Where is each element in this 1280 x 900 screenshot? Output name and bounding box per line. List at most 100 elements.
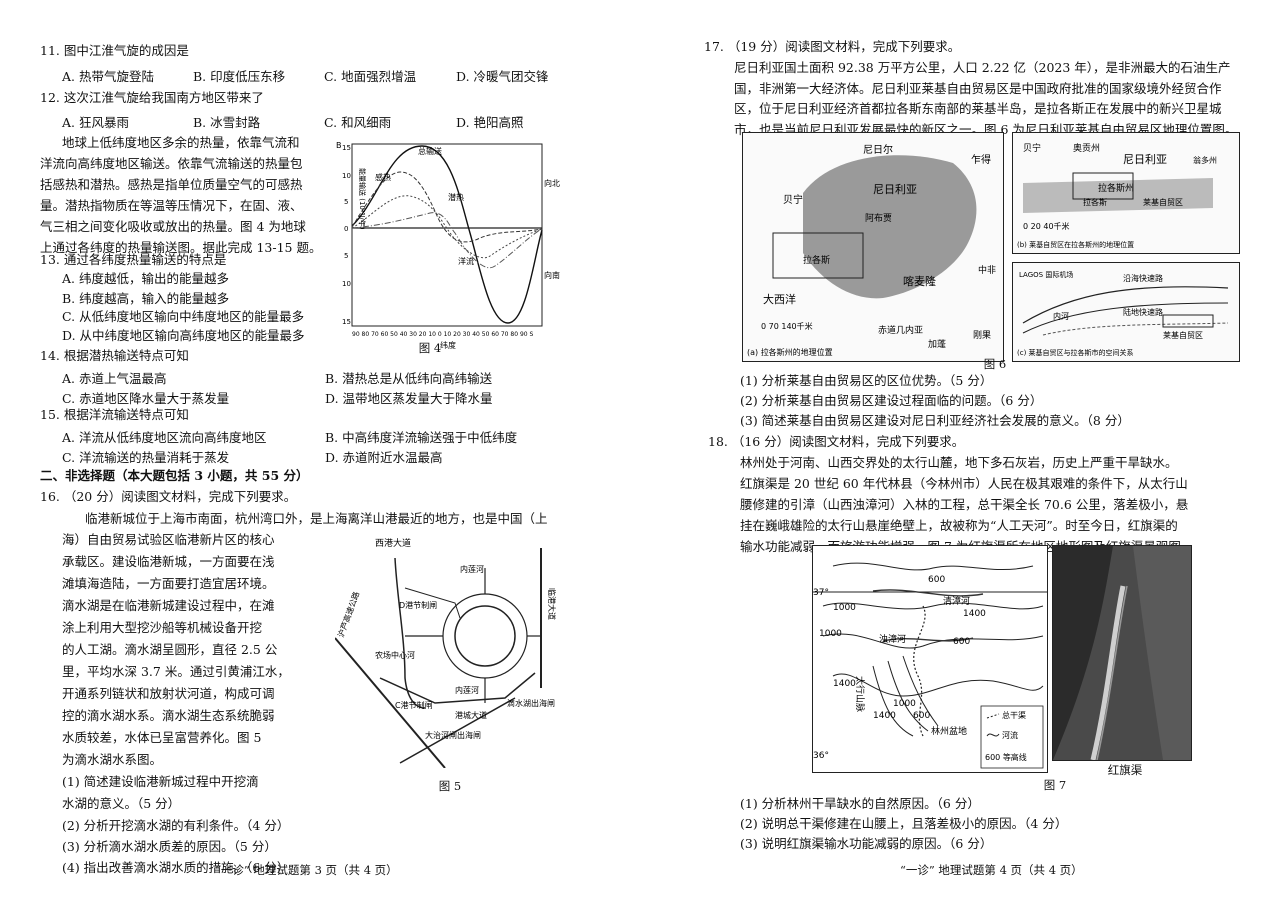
q16-line: 的人工湖。滴水湖呈圆形，直径 2.5 公 (62, 642, 278, 657)
q18-line: 挂在巍峨雄险的太行山悬崖绝壁上，故被称为“人工天河”。时至今日，红旗渠的 (740, 518, 1178, 533)
figure-7-caption: 图 7 (1043, 778, 1067, 792)
figure-7-contour-label: 600 (928, 575, 945, 585)
figure-4-series-sensible: 感热 (375, 172, 391, 182)
figure-6a-lagos: 拉各斯 (803, 254, 830, 266)
q18-line: 腰修建的引漳（山西浊漳河）入林的工程，总干渠全长 70.6 公里，落差极小，悬 (740, 497, 1189, 512)
figure-7-lat-37: 37° (813, 588, 829, 598)
figure-5-dishui-lake-water-system: 西港大道 D港节制闸 内莲河 C港节制闸 农场中心河 沪芦高速公路 临港大道 港… (334, 528, 565, 769)
figure-4-ylabel: 能量输送 (10¹⁵J/年) (358, 168, 367, 230)
figure-6a-congo: 刚果 (973, 330, 991, 341)
q15-option-b: B. 中高纬度洋流输送强于中低纬度 (325, 430, 518, 445)
figure-7-river-zhuozhang: 浊漳河 (879, 633, 906, 645)
figure-5-expressway: 沪芦高速公路 (335, 590, 361, 639)
figure-6a-car: 中非 (978, 264, 996, 276)
figure-5-west-canal: 西港大道 (375, 537, 411, 549)
q16-line: 开通系列链状和放射状河道，构成可调 (62, 686, 275, 701)
q16-line: 里，平均水深 3.7 米。通过引黄浦江水， (62, 664, 290, 679)
figure-7-contour-label: 1400 (873, 711, 896, 721)
figure-5-outlet-gate: 大治河闸出海闸 (425, 730, 481, 740)
figure-4-ytick: 0 (344, 225, 348, 233)
figure-4-ytick: 15 (342, 318, 351, 326)
figure-7-legend-river: 河流 (1002, 730, 1018, 740)
figure-4-ytick: 15 (342, 144, 351, 152)
figure-5-caption: 图 5 (438, 779, 462, 793)
figure-6c-lekki: 莱基自贸区 (1163, 330, 1203, 340)
figure-4-north-label: 向北 (544, 178, 560, 188)
right-page: 17. （19 分）阅读图文材料，完成下列要求。 尼日利亚国土面积 92.38 … (640, 0, 1280, 900)
red-flag-canal-photo (1052, 545, 1192, 761)
figure-6b-caption: (b) 莱基自贸区在拉各斯州的地理位置 (1017, 240, 1134, 249)
figure-6a-svg: 尼日尔 乍得 尼日利亚 贝宁 阿布贾 拉各斯 喀麦隆 大西洋 中非 赤道几内亚 … (747, 143, 996, 357)
q16-line: 临港新城位于上海市南面，杭州湾口外，是上海离洋山港最近的地方，也是中国（上 (85, 511, 548, 526)
q12-stem: 12. 这次江淮气旋给我国南方地区带来了 (40, 90, 264, 105)
figure-6a-cameroon: 喀麦隆 (903, 274, 936, 288)
q18-sub-2: (2) 说明总干渠修建在山腰上，且落差极小的原因。（4 分） (740, 816, 1068, 831)
q15-option-c: C. 洋流输送的热量消耗于蒸发 (62, 450, 230, 465)
q16-line: 涂上利用大型挖沙船等机械设备开挖 (62, 620, 263, 635)
q17-heading: 17. （19 分）阅读图文材料，完成下列要求。 (704, 39, 961, 54)
q14-option-d: D. 温带地区蒸发量大于降水量 (325, 391, 493, 406)
figure-6c-spatial-relation: LAGOS 国际机场 沿海快速路 陆地快速路 莱基自贸区 内河 (c) 莱基自贸… (1012, 262, 1240, 362)
figure-6a-gabon: 加蓬 (928, 338, 946, 350)
red-flag-canal-caption: 红旗渠 (1107, 763, 1143, 777)
intro-line: 上通过各纬度的热量输送图。据此完成 13-15 题。 (40, 240, 322, 255)
figure-4-x-ticks: 90 80 70 60 50 40 30 20 10 0 10 20 30 40… (352, 331, 533, 338)
figure-6c-svg: LAGOS 国际机场 沿海快速路 陆地快速路 莱基自贸区 内河 (c) 莱基自贸… (1017, 270, 1229, 357)
figure-5-inner-label: 内莲河 (455, 685, 479, 695)
figure-4-xlabel: 纬度 (440, 340, 456, 350)
figure-6c-road: 陆地快速路 (1123, 307, 1163, 317)
figure-5-map: 西港大道 D港节制闸 内莲河 C港节制闸 农场中心河 沪芦高速公路 临港大道 港… (334, 537, 557, 769)
figure-5-gate-c: C港节制闸 (395, 700, 433, 710)
figure-5-inner-river: 内莲河 (460, 564, 484, 574)
q12-option-d: D. 艳阳高照 (456, 115, 524, 130)
figure-7-legend-contour: 600 等高线 (985, 752, 1027, 762)
q14-option-b: B. 潜热总是从低纬向高纬输送 (325, 371, 493, 386)
figure-7-contour-label: 1400 (963, 609, 986, 619)
q17-sub-2: (2) 分析莱基自由贸易区建设过程面临的问题。（6 分） (740, 393, 1043, 408)
figure-6c-express: 沿海快速路 (1123, 273, 1163, 283)
q16-sub-2: (2) 分析开挖滴水湖的有利条件。（4 分） (62, 818, 290, 833)
figure-6a-benin: 贝宁 (783, 193, 803, 206)
q17-sub-3: (3) 简述莱基自由贸易区建设对尼日利亚经济社会发展的意义。（8 分） (740, 413, 1130, 428)
figure-6c-caption: (c) 莱基自贸区与拉各斯市的空间关系 (1017, 348, 1134, 357)
figure-6a-chad: 乍得 (971, 153, 991, 166)
intro-line: 气三相之间变化吸收或放出的热量。图 4 为地球 (40, 219, 306, 234)
right-page-footer: “一诊” 地理试题第 4 页（共 4 页） (900, 863, 1083, 877)
figure-5-inlet-gate: 滴水湖出海闸 (507, 698, 555, 708)
section-2-heading: 二、非选择题（本大题包括 3 小题，共 55 分） (40, 468, 309, 483)
q18-heading: 18. （16 分）阅读图文材料，完成下列要求。 (708, 434, 965, 449)
figure-5-big-road: 临港大道 (547, 588, 557, 620)
figure-6c-river: 内河 (1053, 311, 1069, 321)
q18-sub-3: (3) 说明红旗渠输水功能减弱的原因。（6 分） (740, 836, 993, 851)
q11-option-b: B. 印度低压东移 (193, 69, 286, 84)
q18-sub-1: (1) 分析林州干旱缺水的自然原因。（6 分） (740, 796, 980, 811)
q13-option-d: D. 从中纬度地区输向高纬度地区的能量最多 (62, 328, 305, 343)
q13-option-c: C. 从低纬度地区输向中纬度地区的能量最多 (62, 309, 305, 324)
figure-6a-atlantic: 大西洋 (763, 292, 796, 306)
figure-5-gate-d: D港节制闸 (399, 600, 437, 610)
figure-6b-lagos-state-map: 贝宁 奥贡州 尼日利亚 翁多州 拉各斯州 拉各斯 莱基自贸区 0 20 40千米… (1012, 132, 1240, 254)
intro-line: 地球上低纬度地区多余的热量，依靠气流和 (62, 135, 300, 150)
figure-4-ytick: 10 (342, 280, 351, 288)
figure-6a-eqguinea: 赤道几内亚 (878, 324, 923, 336)
q15-option-a: A. 洋流从低纬度地区流向高纬度地区 (62, 430, 267, 445)
q11-option-a: A. 热带气旋登陆 (62, 69, 154, 84)
figure-6a-nigeria-map: 尼日尔 乍得 尼日利亚 贝宁 阿布贾 拉各斯 喀麦隆 大西洋 中非 赤道几内亚 … (742, 132, 1004, 362)
q13-option-b: B. 纬度越高，输入的能量越多 (62, 291, 230, 306)
q16-line: 滴水湖是在临港新城建设过程中，在滩 (62, 598, 275, 613)
figure-4-ytick: 5 (344, 252, 348, 260)
figure-6a-abuja: 阿布贾 (865, 212, 892, 224)
figure-6b-lagos-city: 拉各斯 (1083, 197, 1107, 207)
q14-option-a: A. 赤道上气温最高 (62, 371, 167, 386)
intro-line: 量。潜热指物质在等温等压情况下，在固、液、 (40, 198, 303, 213)
figure-6b-nigeria: 尼日利亚 (1123, 153, 1167, 166)
figure-6b-lagos-state: 拉各斯州 (1098, 182, 1134, 194)
q18-line: 红旗渠是 20 世纪 60 年代林县（今林州市）人民在极其艰难的条件下，从太行山 (740, 476, 1188, 491)
left-page-footer: “一诊” 地理试题第 3 页（共 4 页） (215, 863, 398, 877)
q16-line: 为滴水湖水系图。 (62, 752, 163, 767)
q12-option-b: B. 冰雪封路 (193, 115, 261, 130)
figure-5-outer-road: 港城大道 (455, 710, 487, 720)
figure-4-label-b: B (336, 141, 342, 150)
figure-6c-lagos-airport: LAGOS 国际机场 (1019, 270, 1073, 279)
q15-stem: 15. 根据洋流输送特点可知 (40, 407, 189, 422)
